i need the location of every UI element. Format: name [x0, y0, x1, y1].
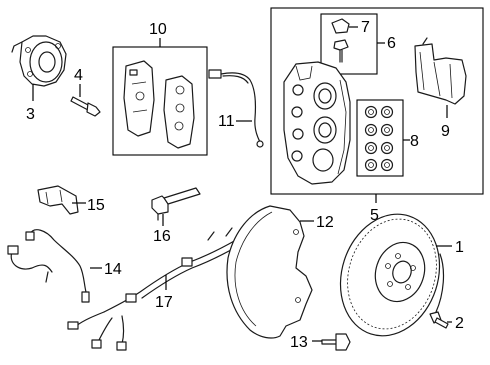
- callout-11: 11: [218, 113, 235, 130]
- seal-kit-box: [356, 99, 404, 177]
- brake-caliper: [283, 61, 351, 185]
- callout-17: 17: [155, 294, 173, 311]
- callout-12: 12: [316, 214, 334, 231]
- abs-sensor-harness: [7, 229, 90, 303]
- rotor-screw: [429, 311, 449, 329]
- wheel-speed-sensor: [151, 187, 201, 221]
- callout-8: 8: [410, 133, 419, 150]
- bleeder-screw: [333, 39, 349, 63]
- dust-shield: [226, 205, 313, 339]
- bleeder-box: [320, 13, 378, 75]
- callout-5: 5: [370, 207, 379, 224]
- callout-1: 1: [455, 239, 464, 256]
- callout-6: 6: [387, 35, 396, 52]
- callout-16: 16: [153, 228, 171, 245]
- callout-7: 7: [361, 19, 370, 36]
- wheel-hub: [11, 35, 67, 87]
- callout-10: 10: [149, 21, 167, 38]
- callout-4: 4: [74, 67, 83, 84]
- sensor-bracket: [37, 185, 79, 215]
- callout-15: 15: [87, 197, 105, 214]
- piston-seals: [364, 105, 394, 172]
- callout-13: 13: [290, 334, 308, 351]
- brake-pad-inner: [123, 60, 155, 137]
- pad-wear-sensor: [208, 69, 264, 148]
- caliper-group-box: [270, 7, 484, 195]
- brake-rotor: [339, 213, 445, 337]
- callout-9: 9: [441, 123, 450, 140]
- callout-3: 3: [26, 106, 35, 123]
- shield-bolt: [321, 333, 351, 351]
- hub-bolt: [70, 96, 101, 117]
- callout-14: 14: [104, 261, 122, 278]
- callout-2: 2: [455, 315, 464, 332]
- wiring-harness: [67, 227, 239, 351]
- bleeder-cap: [331, 18, 350, 34]
- pad-spring-clip: [414, 37, 467, 105]
- brake-pad-outer: [163, 75, 195, 149]
